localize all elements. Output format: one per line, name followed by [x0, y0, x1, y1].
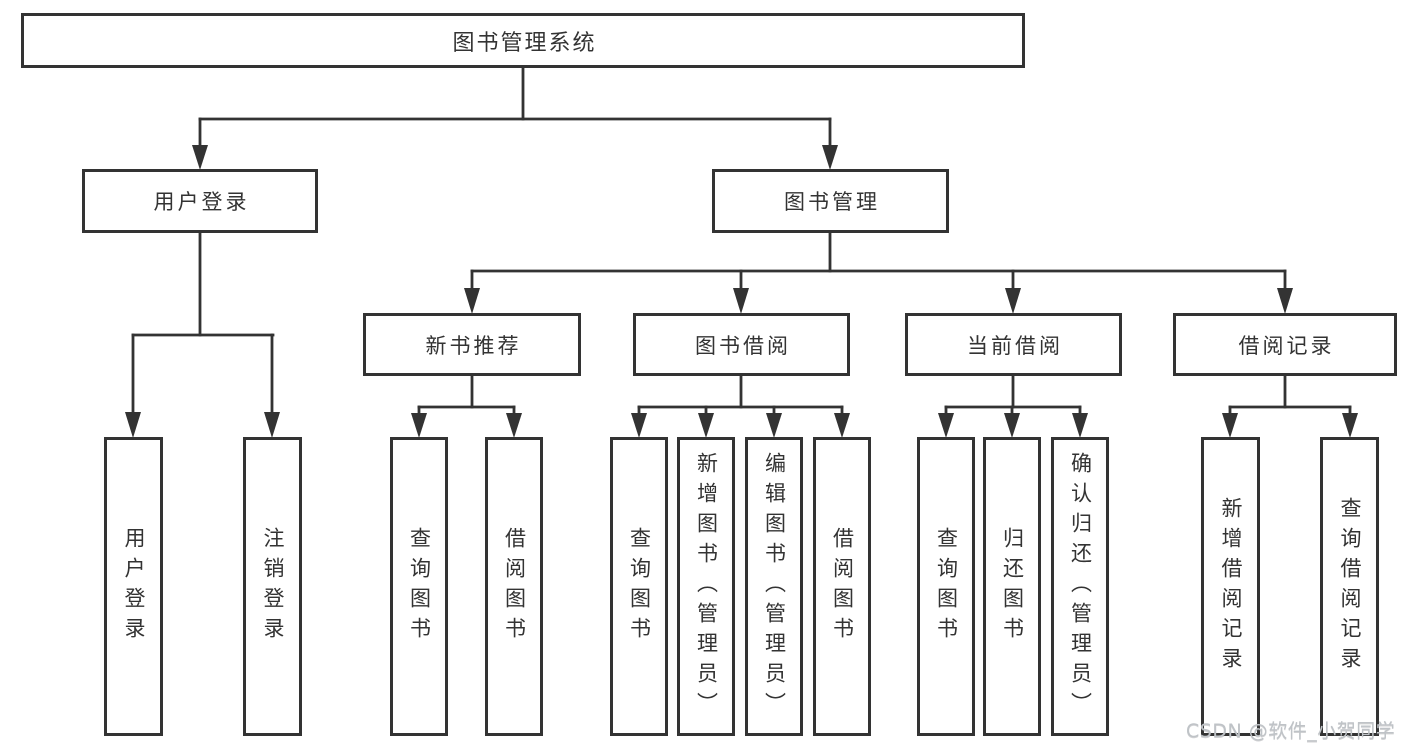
- leaf-user-login: 用户登录: [104, 437, 163, 736]
- node-label: 图书管理系统: [452, 30, 597, 56]
- leaf-label: 查询图书: [407, 526, 432, 647]
- leaf-query-books-current: 查询图书: [917, 437, 975, 736]
- leaf-label: 查询借阅记录: [1338, 496, 1362, 677]
- leaf-add-borrow-record: 新增借阅记录: [1201, 437, 1260, 736]
- node-library-management-system: 图书管理系统: [21, 13, 1025, 68]
- leaf-label: 查询图书: [627, 526, 652, 647]
- leaf-label: 用户登录: [122, 526, 146, 647]
- leaf-logout: 注销登录: [243, 437, 302, 736]
- leaf-label: 借阅图书: [502, 526, 527, 647]
- leaf-label: 归还图书: [1000, 526, 1025, 647]
- node-label: 图书管理: [784, 190, 880, 214]
- watermark: CSDN @软件_小贺同学: [1186, 720, 1396, 742]
- leaf-borrow-books-recommend: 借阅图书: [485, 437, 543, 736]
- connector-new-book-recommendation-children: [411, 372, 522, 438]
- leaf-label: 新增借阅记录: [1219, 496, 1243, 677]
- connector-root-to-level2: [192, 64, 838, 170]
- node-new-book-recommendation: 新书推荐: [363, 313, 581, 376]
- leaf-query-borrow-record: 查询借阅记录: [1320, 437, 1379, 736]
- node-borrowing-records: 借阅记录: [1173, 313, 1397, 376]
- node-label: 用户登录: [153, 190, 250, 214]
- node-label: 当前借阅: [967, 333, 1063, 358]
- leaf-label: 确认归还（管理员）: [1068, 451, 1093, 722]
- node-label: 新书推荐: [425, 333, 522, 358]
- connector-book-management-children: [464, 229, 1293, 314]
- connector-borrowing-records-children: [1222, 372, 1358, 438]
- leaf-label: 新增图书（管理员）: [694, 451, 719, 722]
- node-user-login: 用户登录: [82, 169, 318, 233]
- connector-book-borrowing-children: [631, 372, 850, 438]
- leaf-query-books-borrowing: 查询图书: [610, 437, 668, 736]
- connector-user-login-children: [125, 229, 280, 438]
- leaf-query-books-recommend: 查询图书: [390, 437, 448, 736]
- leaf-label: 查询图书: [934, 526, 959, 647]
- leaf-label: 借阅图书: [830, 526, 855, 647]
- leaf-edit-book-admin: 编辑图书（管理员）: [745, 437, 803, 736]
- leaf-return-books: 归还图书: [983, 437, 1041, 736]
- connector-current-borrowing-children: [938, 372, 1088, 438]
- node-book-management: 图书管理: [712, 169, 949, 233]
- node-label: 借阅记录: [1238, 333, 1335, 358]
- leaf-add-book-admin: 新增图书（管理员）: [677, 437, 735, 736]
- node-label: 图书借阅: [695, 333, 791, 358]
- leaf-label: 注销登录: [261, 526, 285, 647]
- leaf-borrow-books: 借阅图书: [813, 437, 871, 736]
- leaf-label: 编辑图书（管理员）: [762, 451, 787, 722]
- node-current-borrowing: 当前借阅: [905, 313, 1122, 376]
- node-book-borrowing: 图书借阅: [633, 313, 850, 376]
- leaf-confirm-return-admin: 确认归还（管理员）: [1051, 437, 1109, 736]
